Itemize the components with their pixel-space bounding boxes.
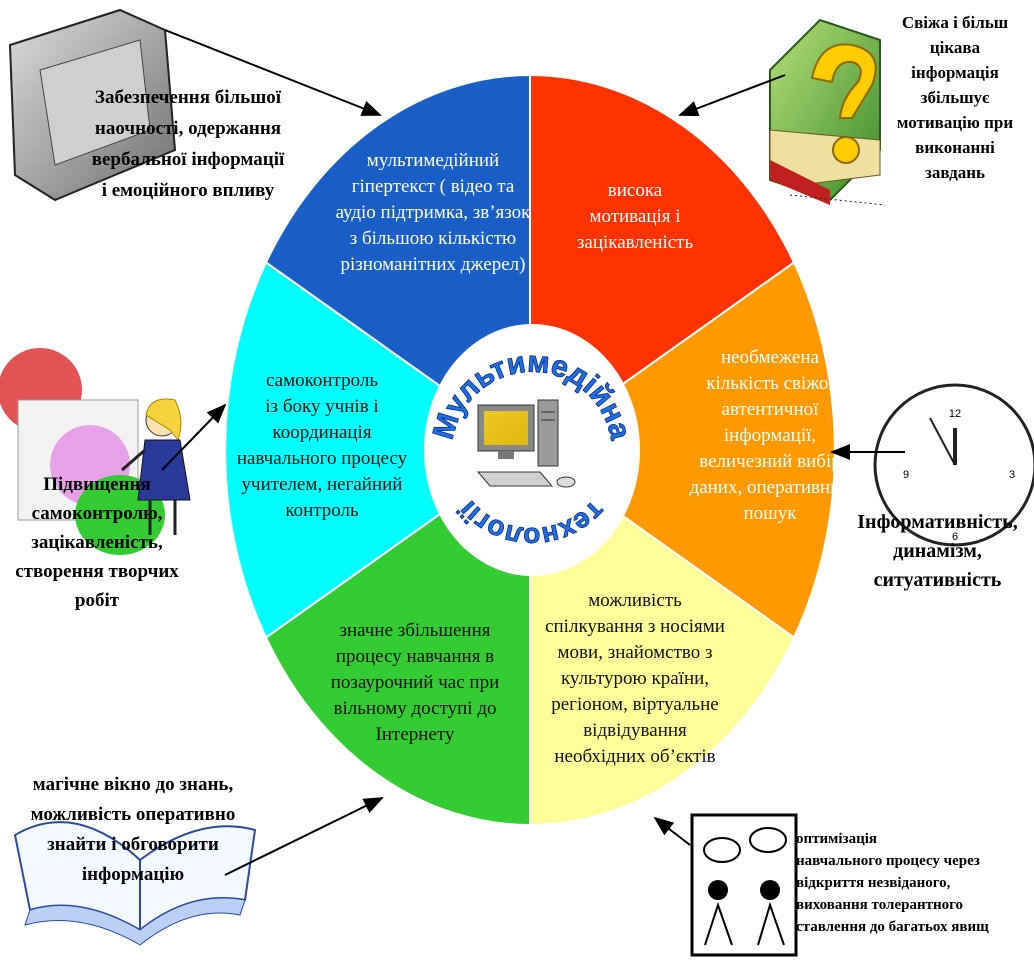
arrow-top-right — [678, 74, 786, 117]
callout-bottom-right: оптимізація навчального процесу через ві… — [796, 831, 989, 935]
callout-top-left: Забезпечення більшої наочності, одержанн… — [91, 87, 285, 201]
segment-text-red: висока мотивація і зацікавленість — [576, 180, 694, 253]
clock-icon: 12 9 3 6 — [873, 383, 1034, 547]
arrow-bottom-left — [224, 797, 384, 876]
segment-text-orange: необмежена кількість свіжої автентичної … — [689, 347, 851, 524]
segment-text-green: значне збільшення процесу навчання в поз… — [330, 620, 500, 745]
segment-text-blue: мультимедійний гіпертекст ( відео та ауд… — [335, 150, 531, 275]
open-book-icon — [13, 821, 257, 946]
computer-icon — [476, 399, 576, 488]
segment-cyan — [224, 260, 532, 640]
segment-text-yellow: можливість спілкування з носіями мови, з… — [545, 590, 725, 767]
center-hub: Мультимедійна технології — [424, 324, 640, 576]
arrow-bottom-right — [653, 816, 691, 846]
clock-number-6: 6 — [952, 531, 958, 543]
discussion-icon — [690, 813, 798, 957]
monitor-icon — [8, 8, 177, 202]
clock-number-12: 12 — [949, 408, 961, 420]
question-book-icon — [769, 18, 886, 206]
callout-mid-right: Інформативність, динамізм, ситуативність — [857, 511, 1018, 591]
arrow-mid-left — [161, 403, 227, 471]
callout-mid-left: Підвищення самоконтролю, зацікавленість,… — [15, 474, 179, 611]
clock-number-3: 3 — [1009, 469, 1015, 481]
segment-text-cyan: самоконтроль із боку учнів і координація… — [236, 370, 408, 521]
connector-arrows — [161, 29, 905, 876]
student-illustration — [0, 348, 191, 555]
callout-top-right: Свіжа і більш цікава інформація збільшує… — [896, 13, 1014, 182]
callout-bottom-left: магічне вікно до знань, можливість опера… — [30, 774, 236, 885]
arrow-top-left — [164, 29, 382, 116]
clock-number-9: 9 — [903, 469, 909, 481]
